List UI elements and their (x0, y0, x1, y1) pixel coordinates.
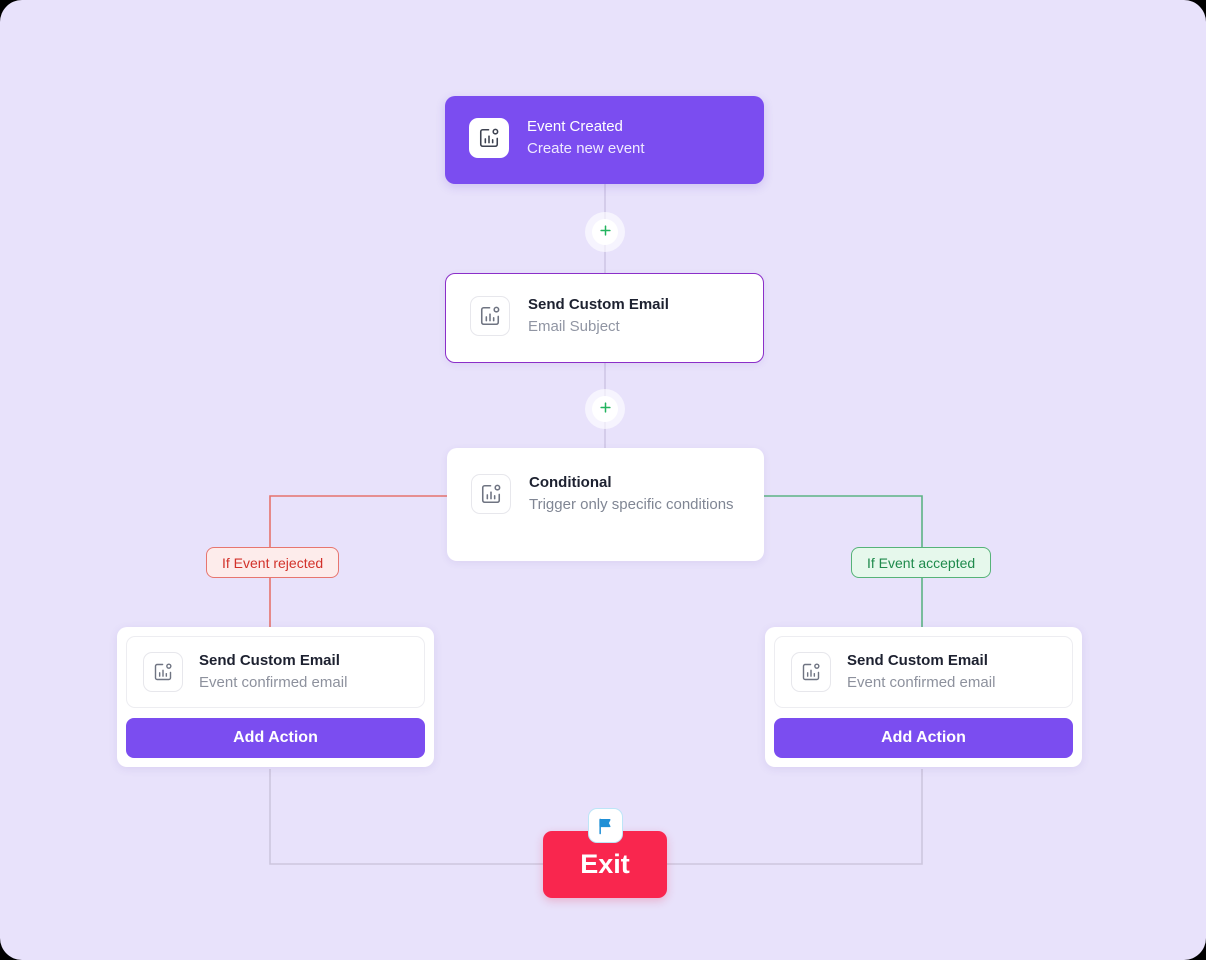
node-content: Send Custom Email Event confirmed email (127, 637, 424, 707)
chart-event-icon (471, 474, 511, 514)
node-content: Conditional Trigger only specific condit… (447, 448, 764, 540)
node-subtitle: Event confirmed email (847, 674, 996, 691)
branch-label-accepted[interactable]: If Event accepted (851, 547, 992, 578)
node-subtitle: Event confirmed email (199, 674, 348, 691)
node-title: Send Custom Email (528, 295, 669, 313)
node-text: Send Custom Email Event confirmed email (847, 651, 996, 692)
viewport-corner-top-left (0, 0, 22, 22)
node-content: Event Created Create new event (445, 96, 764, 180)
branch-label-text: If Event rejected (222, 554, 324, 571)
viewport-corner-bottom-right (1184, 938, 1206, 960)
chart-event-icon (470, 296, 510, 336)
node-content: Send Custom Email Event confirmed email (775, 637, 1072, 707)
node-text: Send Custom Email Email Subject (528, 295, 669, 336)
wire-accepted-to-exit (605, 769, 923, 865)
chart-event-icon (791, 652, 831, 692)
plus-icon (598, 223, 613, 241)
wire-conditional-to-rejected (269, 495, 447, 627)
node-title: Event Created (527, 117, 623, 135)
flag-icon (588, 808, 623, 843)
node-title: Send Custom Email (847, 651, 988, 669)
node-conditional[interactable]: Conditional Trigger only specific condit… (447, 448, 764, 561)
viewport-corner-top-right (1184, 0, 1206, 22)
branch-card-accepted[interactable]: Send Custom Email Event confirmed email … (765, 627, 1082, 767)
node-text: Send Custom Email Event confirmed email (199, 651, 348, 692)
add-step-button-2[interactable] (592, 396, 618, 422)
chart-event-icon (143, 652, 183, 692)
wire-rejected-to-exit (269, 769, 605, 865)
branch-label-text: If Event accepted (867, 554, 976, 571)
viewport-corner-bottom-left (0, 938, 22, 960)
add-action-button-rejected[interactable]: Add Action (126, 718, 425, 758)
add-step-button-1[interactable] (592, 219, 618, 245)
node-send-custom-email-rejected[interactable]: Send Custom Email Event confirmed email (126, 636, 425, 708)
plus-icon (598, 400, 613, 418)
node-subtitle: Create new event (527, 140, 645, 157)
branch-label-rejected[interactable]: If Event rejected (206, 547, 340, 578)
node-send-custom-email-accepted[interactable]: Send Custom Email Event confirmed email (774, 636, 1073, 708)
node-send-custom-email[interactable]: Send Custom Email Email Subject (445, 273, 764, 363)
node-text: Event Created Create new event (527, 117, 645, 158)
node-subtitle: Email Subject (528, 318, 620, 335)
node-subtitle: Trigger only specific conditions (529, 496, 734, 513)
node-title: Send Custom Email (199, 651, 340, 669)
node-event-created[interactable]: Event Created Create new event (445, 96, 764, 184)
add-action-button-accepted[interactable]: Add Action (774, 718, 1073, 758)
node-content: Send Custom Email Email Subject (446, 274, 763, 358)
node-text: Conditional Trigger only specific condit… (529, 473, 734, 514)
branch-card-rejected[interactable]: Send Custom Email Event confirmed email … (117, 627, 434, 767)
wire-conditional-to-accepted (764, 495, 923, 627)
node-title: Conditional (529, 473, 612, 491)
chart-event-icon (469, 118, 509, 158)
